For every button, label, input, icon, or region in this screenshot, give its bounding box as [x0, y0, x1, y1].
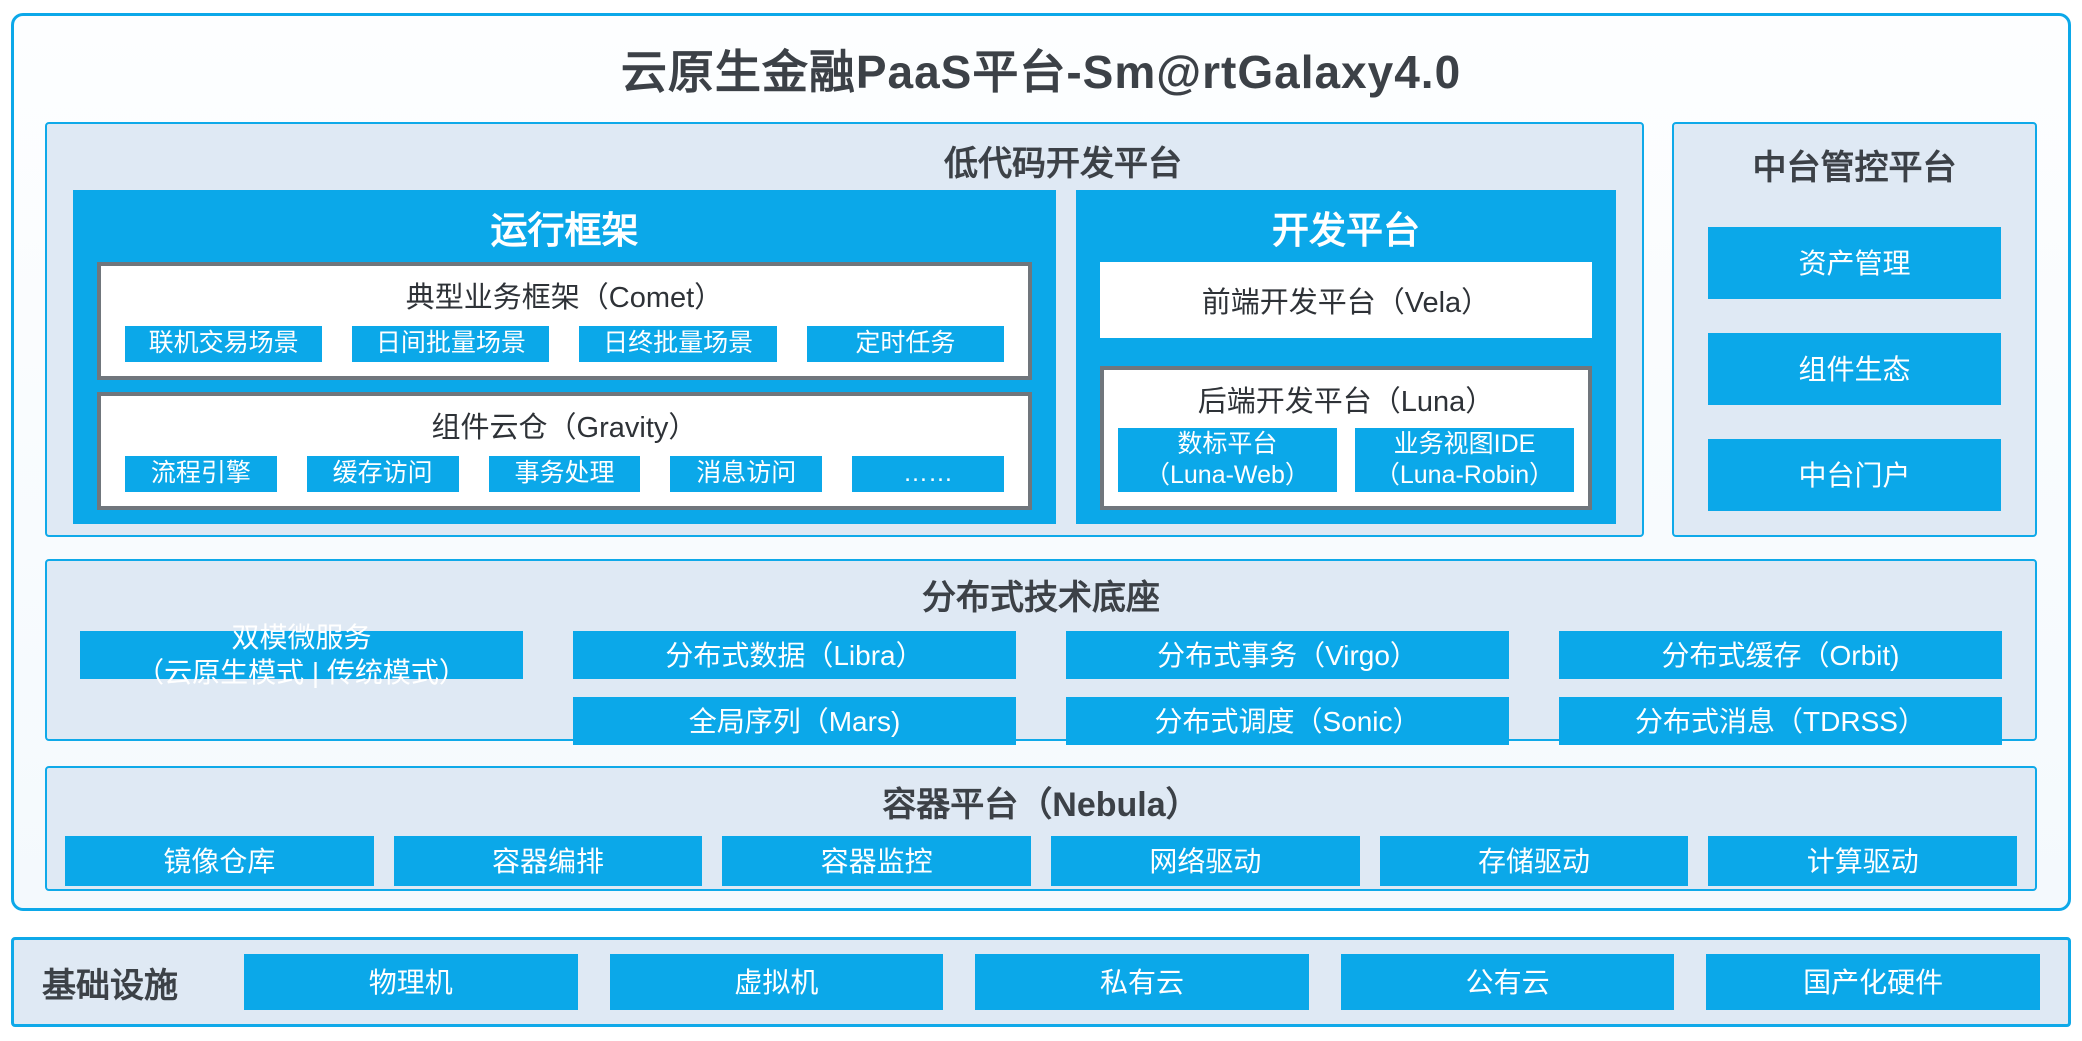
luna-items: 数标平台 （Luna-Web） 业务视图IDE （Luna-Robin）: [1104, 420, 1588, 506]
comet-title: 典型业务框架（Comet）: [405, 282, 724, 314]
container-platform-items: 镜像仓库 容器编排 容器监控 网络驱动 存储驱动 计算驱动: [65, 836, 2018, 886]
luna-web-line1: 数标平台: [1177, 429, 1278, 458]
dual-mode-microservice: 双模微服务 （云原生模式 | 传统模式）: [80, 622, 523, 688]
vela-label: 前端开发平台（Vela）: [1201, 287, 1491, 319]
gravity-item: 缓存访问: [306, 456, 459, 492]
dual-mode-line2: （云原生模式 | 传统模式）: [136, 657, 467, 688]
gravity-item: 流程引擎: [125, 456, 277, 492]
container-item: 镜像仓库: [65, 836, 374, 886]
dev-platform-body: 前端开发平台（Vela） 后端开发平台（Luna） 数标平台 （Luna-Web…: [1076, 262, 1616, 524]
lowcode-panels: 运行框架 典型业务框架（Comet） 联机交易场景 日间批量场景 日终批量场景 …: [73, 190, 1616, 524]
gravity-items: 流程引擎 缓存访问 事务处理 消息访问 ……: [101, 446, 1028, 506]
midplatform-item: 资产管理: [1708, 227, 2001, 299]
section-infrastructure: 基础设施 物理机 虚拟机 私有云 公有云 国产化硬件: [11, 937, 2071, 1027]
comet-items: 联机交易场景 日间批量场景 日终批量场景 定时任务: [101, 316, 1028, 376]
infrastructure-item: 公有云: [1340, 954, 1675, 1010]
box-vela: 前端开发平台（Vela）: [1099, 262, 1592, 338]
luna-item-robin: 业务视图IDE （Luna-Robin）: [1354, 428, 1575, 492]
gravity-item: ……: [852, 456, 1004, 492]
section-distributed-base: 分布式技术底座 双模微服务 （云原生模式 | 传统模式） 分布式数据（Libra…: [45, 559, 2037, 745]
gravity-item: 事务处理: [488, 456, 641, 492]
container-platform-title: 容器平台（Nebula）: [882, 786, 1200, 824]
comet-item: 联机交易场景: [125, 326, 323, 362]
page-title: 云原生金融PaaS平台-Sm@rtGalaxy4.0: [620, 46, 1462, 98]
comet-item: 定时任务: [806, 326, 1004, 362]
luna-title: 后端开发平台（Luna）: [1197, 386, 1495, 418]
luna-item-web: 数标平台 （Luna-Web）: [1117, 428, 1337, 492]
top-row: 低代码开发平台 运行框架 典型业务框架（Comet） 联机交易场景 日间批量场景: [45, 122, 2037, 537]
container-item: 计算驱动: [1708, 836, 2018, 886]
runtime-framework-body: 典型业务框架（Comet） 联机交易场景 日间批量场景 日终批量场景 定时任务 …: [73, 262, 1056, 524]
midplatform-title: 中台管控平台: [1752, 149, 1957, 187]
distributed-cell: 分布式调度（Sonic）: [1066, 697, 1509, 745]
infrastructure-item: 虚拟机: [609, 954, 944, 1010]
box-comet: 典型业务框架（Comet） 联机交易场景 日间批量场景 日终批量场景 定时任务: [97, 262, 1032, 380]
comet-item: 日终批量场景: [579, 326, 777, 362]
infrastructure-title: 基础设施: [42, 966, 178, 1005]
box-luna: 后端开发平台（Luna） 数标平台 （Luna-Web）: [1099, 366, 1592, 510]
distributed-cell: 全局序列（Mars): [573, 697, 1016, 745]
luna-robin-line2: （Luna-Robin）: [1374, 461, 1555, 489]
panel-dev-platform: 开发平台 前端开发平台（Vela） 后端开发平台（Luna）: [1075, 190, 1616, 524]
container-item: 网络驱动: [1051, 836, 1360, 886]
distributed-cell: 分布式缓存（Orbit): [1559, 631, 2002, 679]
infrastructure-item: 国产化硬件: [1706, 954, 2040, 1010]
main-container: 云原生金融PaaS平台-Sm@rtGalaxy4.0 低代码开发平台 运行框架 …: [11, 13, 2071, 911]
midplatform-items: 资产管理 组件生态 中台门户: [1708, 227, 2001, 511]
distributed-cell: 分布式事务（Virgo）: [1066, 631, 1509, 679]
panel-runtime-framework: 运行框架 典型业务框架（Comet） 联机交易场景 日间批量场景 日终批量场景 …: [73, 190, 1056, 524]
luna-robin-line1: 业务视图IDE: [1393, 429, 1536, 458]
infrastructure-item: 私有云: [975, 954, 1309, 1010]
midplatform-item: 中台门户: [1708, 439, 2001, 511]
dev-platform-title: 开发平台: [1271, 210, 1420, 251]
distributed-cell: 分布式数据（Libra）: [573, 631, 1016, 679]
gravity-title: 组件云仓（Gravity）: [431, 412, 698, 444]
lowcode-section-title: 低代码开发平台: [944, 145, 1182, 183]
comet-item: 日间批量场景: [352, 326, 550, 362]
dual-mode-line1: 双模微服务: [231, 622, 372, 653]
gravity-item: 消息访问: [670, 456, 823, 492]
box-gravity: 组件云仓（Gravity） 流程引擎 缓存访问 事务处理 消息访问 ……: [97, 392, 1032, 510]
distributed-cell: 分布式消息（TDRSS）: [1559, 697, 2002, 745]
runtime-framework-title: 运行框架: [490, 210, 639, 251]
midplatform-item: 组件生态: [1708, 333, 2001, 405]
luna-web-line2: （Luna-Web）: [1144, 461, 1310, 489]
section-container-platform: 容器平台（Nebula） 镜像仓库 容器编排 容器监控 网络驱动 存储驱动 计算…: [45, 766, 2037, 891]
container-item: 容器监控: [722, 836, 1032, 886]
section-midplatform: 中台管控平台 资产管理 组件生态 中台门户: [1672, 122, 2037, 537]
infrastructure-items: 物理机 虚拟机 私有云 公有云 国产化硬件: [244, 954, 2040, 1010]
infrastructure-item: 物理机: [244, 954, 578, 1010]
distributed-title: 分布式技术底座: [922, 579, 1160, 617]
distributed-grid: 双模微服务 （云原生模式 | 传统模式） 分布式数据（Libra） 分布式事务（…: [80, 622, 2002, 745]
container-item: 存储驱动: [1379, 836, 1689, 886]
container-item: 容器编排: [393, 836, 703, 886]
section-lowcode-platform: 低代码开发平台 运行框架 典型业务框架（Comet） 联机交易场景 日间批量场景: [45, 122, 1644, 537]
